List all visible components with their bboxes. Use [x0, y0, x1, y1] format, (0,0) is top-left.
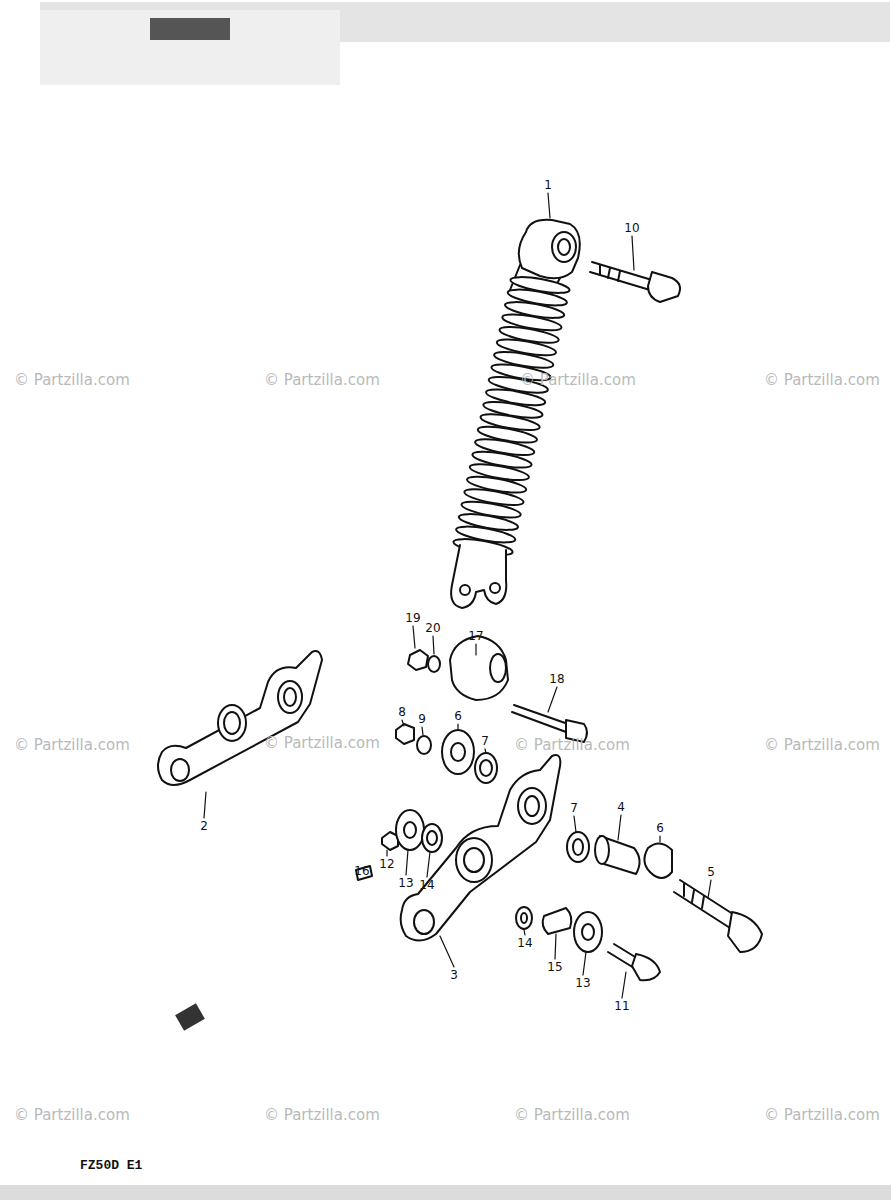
callout-number: 7 [570, 802, 578, 814]
leader-lines [204, 193, 711, 998]
watermark: © Partzilla.com [520, 373, 636, 388]
model-code: FZ50D E1 [80, 1159, 142, 1172]
watermark: © Partzilla.com [764, 1108, 880, 1123]
callout-number: 16 [354, 865, 369, 877]
callout-number: 17 [468, 630, 483, 642]
watermark: © Partzilla.com [14, 1108, 130, 1123]
watermark: © Partzilla.com [764, 738, 880, 753]
callout-number: 11 [614, 1000, 629, 1012]
callout-number: 5 [707, 866, 715, 878]
scan-noise [40, 10, 340, 85]
scan-noise [40, 2, 890, 42]
callout-number: 1 [544, 179, 552, 191]
callout-number: 6 [656, 822, 664, 834]
callout-number: 15 [547, 961, 562, 973]
callout-number: 14 [419, 879, 434, 891]
callout-number: 12 [379, 858, 394, 870]
scan-mark [175, 1003, 205, 1031]
callout-number: 13 [398, 877, 413, 889]
watermark: © Partzilla.com [14, 373, 130, 388]
watermark: © Partzilla.com [514, 738, 630, 753]
scan-noise [0, 1185, 891, 1200]
callout-number: 6 [454, 710, 462, 722]
watermark: © Partzilla.com [764, 373, 880, 388]
link-arm [401, 755, 561, 940]
header-smudge [150, 18, 230, 40]
callout-number: 19 [405, 612, 420, 624]
callout-number: 7 [481, 735, 489, 747]
callout-number: 2 [200, 820, 208, 832]
callout-number: 13 [575, 977, 590, 989]
callout-number: 4 [617, 801, 625, 813]
callout-number: 10 [624, 222, 639, 234]
watermark: © Partzilla.com [264, 736, 380, 751]
fastener-set [408, 636, 587, 742]
shock-absorber [451, 220, 580, 608]
callout-number: 20 [425, 622, 440, 634]
callout-number: 14 [517, 937, 532, 949]
watermark: © Partzilla.com [514, 1108, 630, 1123]
watermark: © Partzilla.com [14, 738, 130, 753]
bolt [590, 262, 680, 302]
callout-number: 9 [418, 713, 426, 725]
callout-number: 3 [450, 969, 458, 981]
watermark: © Partzilla.com [264, 1108, 380, 1123]
watermark: © Partzilla.com [264, 373, 380, 388]
callout-number: 8 [398, 706, 406, 718]
link-arm [158, 651, 322, 785]
callout-number: 18 [549, 673, 564, 685]
spacer-set [516, 832, 762, 980]
